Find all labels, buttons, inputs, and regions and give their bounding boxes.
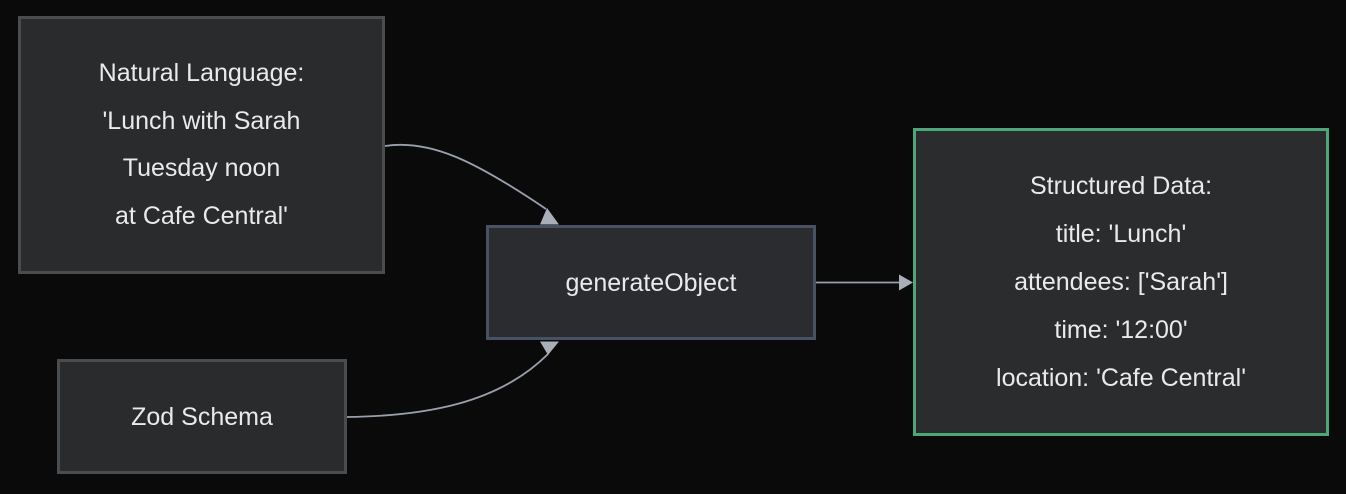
node-text-line: 'Lunch with Sarah (102, 106, 301, 135)
node-text-line: title: 'Lunch' (1055, 220, 1187, 248)
node-natural-language: Natural Language: 'Lunch with Sarah Tues… (18, 16, 385, 274)
edge-zod-schema-to-generate-object (346, 353, 549, 418)
node-structured-data: Structured Data: title: 'Lunch' attendee… (913, 128, 1329, 436)
arrowhead-bottom-icon (540, 341, 559, 355)
arrowhead-right-icon (899, 274, 913, 291)
node-text-line: at Cafe Central' (115, 201, 288, 230)
node-zod-schema: Zod Schema (57, 359, 347, 474)
node-text-line: Natural Language: (98, 59, 305, 87)
arrowhead-top-icon (540, 208, 559, 225)
node-generate-object: generateObject (486, 225, 816, 340)
edge-natural-language-to-generate-object (384, 143, 547, 210)
node-text-line: Tuesday noon (122, 154, 281, 182)
node-text-line: Structured Data: (1029, 172, 1213, 200)
node-text-line: attendees: ['Sarah'] (1014, 268, 1228, 296)
node-text-line: generateObject (565, 268, 737, 297)
node-text-line: time: '12:00' (1054, 316, 1188, 344)
node-text-line: location: 'Cafe Central' (996, 364, 1246, 392)
node-text-line: Zod Schema (131, 402, 273, 431)
